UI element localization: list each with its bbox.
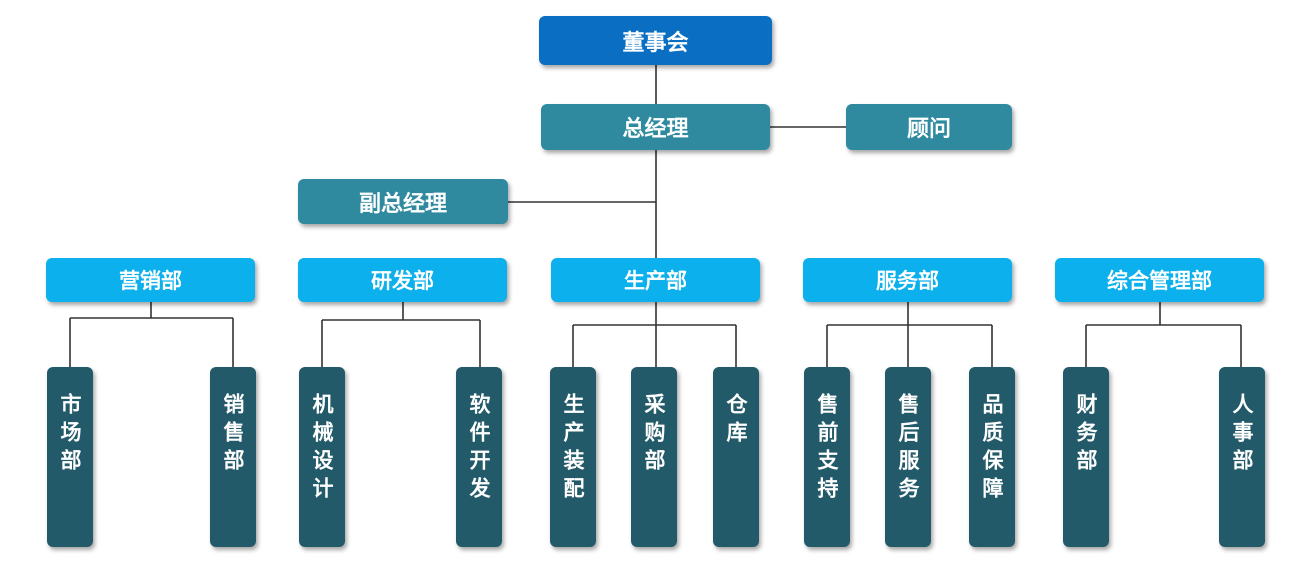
deputy-manager-label: 副总经理 (358, 191, 447, 217)
sub-department-label: 售前支持 (815, 393, 839, 505)
department-label: 服务部 (876, 269, 939, 293)
sub-department-label: 品质保障 (980, 393, 1004, 505)
sub-department-label: 软件开发 (467, 393, 491, 505)
board-label: 董事会 (622, 30, 689, 56)
sub-department-node[interactable]: 机械设计 (299, 367, 345, 547)
department-node-service[interactable]: 服务部 (803, 258, 1012, 302)
sub-department-node[interactable]: 财务部 (1063, 367, 1109, 547)
general-manager-node[interactable]: 总经理 (541, 104, 770, 150)
sub-department-label: 人事部 (1230, 393, 1254, 477)
sub-department-node[interactable]: 售前支持 (804, 367, 850, 547)
department-node-rnd[interactable]: 研发部 (298, 258, 507, 302)
sub-department-node[interactable]: 售后服务 (885, 367, 931, 547)
deputy-manager-node[interactable]: 副总经理 (298, 179, 508, 224)
sub-department-label: 机械设计 (310, 393, 334, 505)
department-label: 综合管理部 (1107, 269, 1212, 293)
sub-department-node[interactable]: 销售部 (210, 367, 256, 547)
sub-department-node[interactable]: 仓库 (713, 367, 759, 547)
sub-department-label: 售后服务 (896, 393, 920, 505)
department-node-marketing[interactable]: 营销部 (46, 258, 255, 302)
department-label: 营销部 (119, 269, 182, 293)
sub-department-node[interactable]: 市场部 (47, 367, 93, 547)
sub-department-label: 仓库 (724, 393, 748, 449)
sub-department-label: 采购部 (642, 393, 666, 477)
advisor-label: 顾问 (906, 117, 951, 142)
general-manager-label: 总经理 (622, 117, 689, 142)
sub-department-node[interactable]: 软件开发 (456, 367, 502, 547)
sub-department-label: 财务部 (1074, 393, 1098, 477)
sub-department-node[interactable]: 品质保障 (969, 367, 1015, 547)
department-label: 生产部 (624, 269, 687, 293)
board-node[interactable]: 董事会 (539, 16, 772, 65)
sub-department-label: 生产装配 (561, 393, 585, 505)
sub-department-node[interactable]: 生产装配 (550, 367, 596, 547)
department-label: 研发部 (371, 269, 434, 293)
department-node-admin[interactable]: 综合管理部 (1055, 258, 1264, 302)
sub-department-label: 市场部 (58, 393, 82, 477)
sub-department-label: 销售部 (221, 393, 245, 477)
sub-department-node[interactable]: 人事部 (1219, 367, 1265, 547)
sub-department-node[interactable]: 采购部 (631, 367, 677, 547)
department-node-production[interactable]: 生产部 (551, 258, 760, 302)
advisor-node[interactable]: 顾问 (846, 104, 1012, 150)
